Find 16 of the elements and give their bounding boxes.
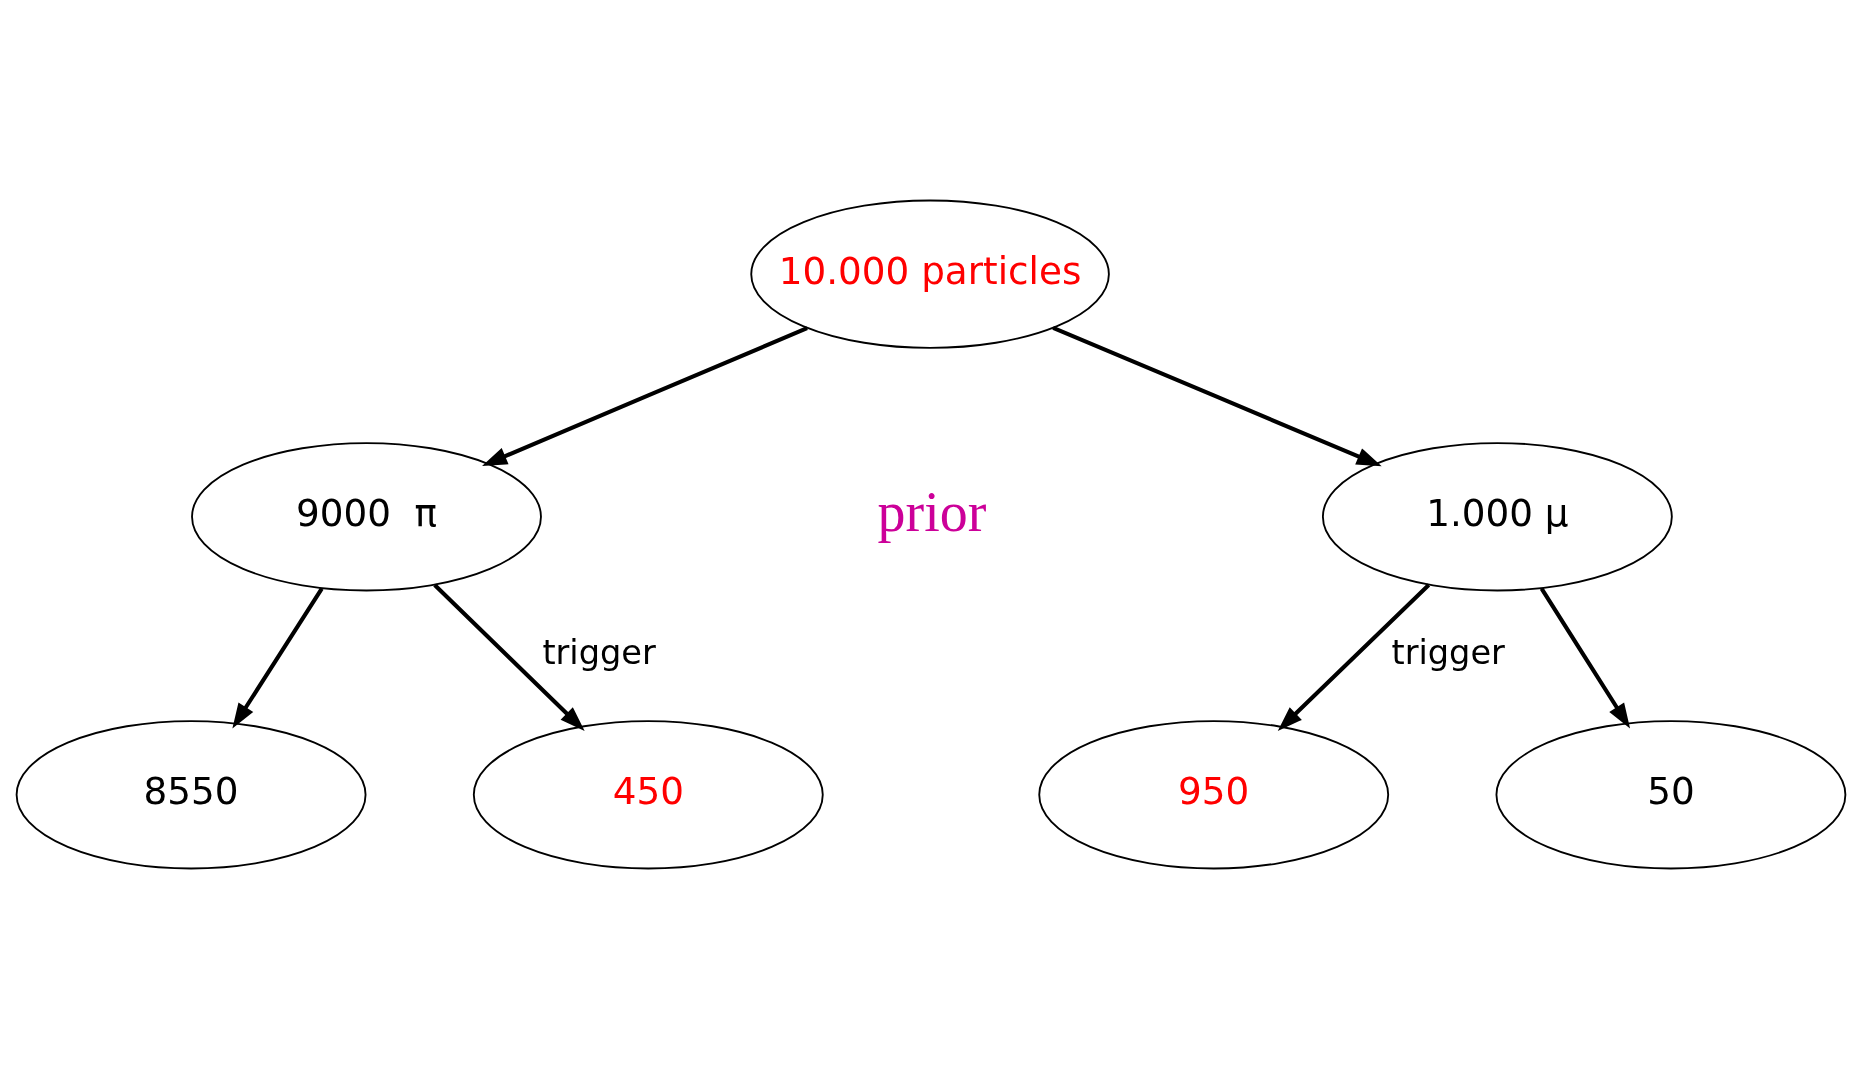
arrow	[482, 325, 808, 466]
node-ellipse: 950	[1038, 719, 1390, 869]
node-ellipse: 450	[472, 719, 824, 869]
arrow	[433, 583, 585, 731]
arrow	[1539, 586, 1631, 728]
arrow	[232, 586, 324, 728]
node-ellipse: 1.000 μ	[1321, 441, 1673, 591]
node-ellipse: 8550	[15, 719, 367, 869]
node-ellipse: 10.000 particles	[750, 199, 1110, 349]
label: prior	[877, 480, 987, 543]
edge-label: trigger	[542, 632, 656, 672]
arrow	[1052, 325, 1382, 466]
node-ellipse: 9000 π	[191, 441, 542, 591]
node-ellipse: 50	[1495, 719, 1847, 869]
arrow	[1277, 583, 1431, 731]
edge-label: trigger	[1391, 632, 1505, 672]
